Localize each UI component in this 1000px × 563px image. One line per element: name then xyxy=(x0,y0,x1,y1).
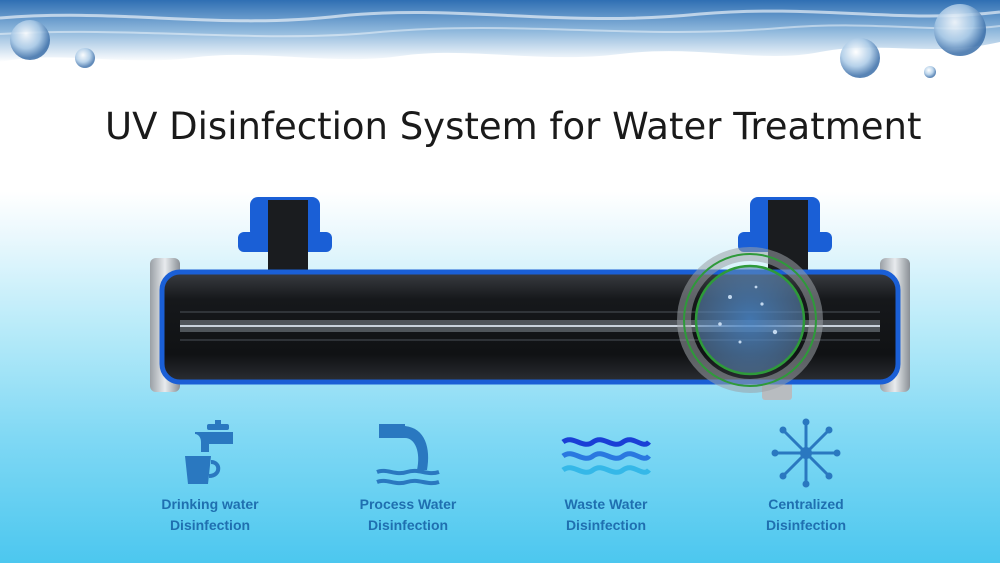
network-hub-icon xyxy=(771,418,841,488)
app-label: Waste Water Disinfection xyxy=(516,494,696,536)
app-label-line2: Disinfection xyxy=(765,517,847,533)
app-centralized: Centralized Disinfection xyxy=(716,418,896,536)
app-label: Centralized Disinfection xyxy=(716,494,896,536)
app-label: Process Water Disinfection xyxy=(318,494,498,536)
app-label-line1: Centralized xyxy=(768,496,844,512)
faucet-cup-icon xyxy=(185,420,233,484)
app-label-line1: Process Water xyxy=(359,496,457,512)
app-label: Drinking water Disinfection xyxy=(120,494,300,536)
app-label-line2: Disinfection xyxy=(565,517,647,533)
page-title: UV Disinfection System for Water Treatme… xyxy=(105,105,922,148)
app-label-line1: Drinking water xyxy=(161,496,259,512)
app-label-line1: Waste Water xyxy=(564,496,648,512)
waves-icon xyxy=(561,437,651,475)
app-label-line2: Disinfection xyxy=(169,517,251,533)
app-label-line2: Disinfection xyxy=(367,517,449,533)
water-surface-banner xyxy=(0,0,1000,78)
app-drinking-water: Drinking water Disinfection xyxy=(120,418,300,536)
app-process-water: Process Water Disinfection xyxy=(318,418,498,536)
app-waste-water: Waste Water Disinfection xyxy=(516,418,696,536)
uv-reactor-illustration xyxy=(150,197,910,400)
outfall-pipe-icon xyxy=(376,424,440,486)
